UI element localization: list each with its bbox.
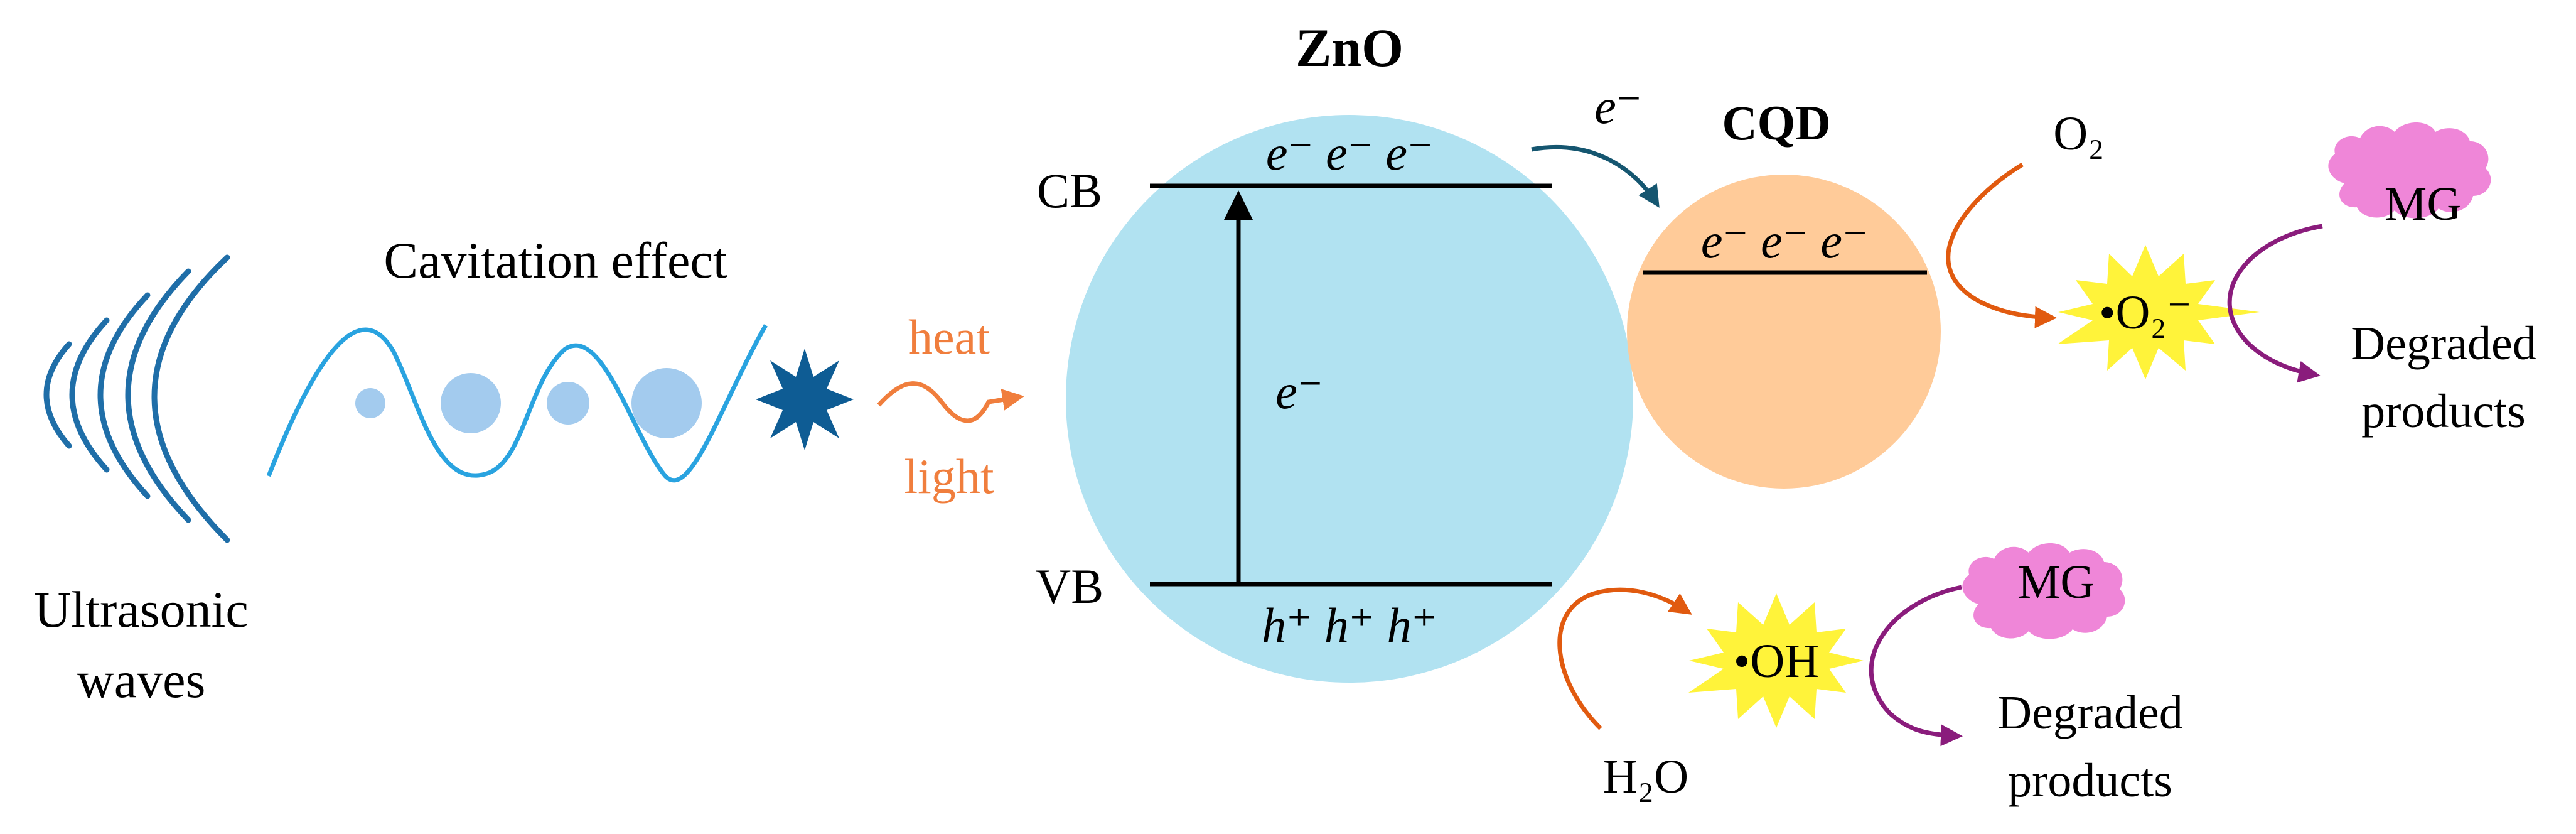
mg-label-2: MG (2018, 556, 2095, 609)
degradation-arrow-1 (2227, 224, 2323, 383)
h2o-oxidation-arrow (1557, 587, 1692, 730)
ultrasonic-label-line1: Ultrasonic (34, 581, 249, 638)
zno-particle (1066, 115, 1633, 683)
collapse-burst-icon (756, 349, 854, 450)
hydroxyl-radical: •OH (1734, 635, 1819, 688)
cavitation-bubble-3 (547, 382, 589, 425)
electron-transfer-arrow (1531, 145, 1660, 208)
cqd-title: CQD (1722, 95, 1830, 150)
light-label: light (904, 449, 994, 504)
heat-label: heat (908, 310, 990, 364)
products-2-line2: products (2008, 754, 2172, 807)
cavitation-bubble-2 (441, 373, 501, 433)
products-2-line1: Degraded (1997, 686, 2182, 739)
superoxide-burst (2058, 245, 2260, 379)
cavitation-bubble-4 (631, 368, 702, 438)
products-1-line2: products (2361, 385, 2526, 438)
energy-squiggle-arrow (877, 381, 1024, 423)
zno-title: ZnO (1296, 18, 1403, 78)
cb-electrons: e⁻ e⁻ e⁻ (1266, 126, 1433, 180)
mg-cloud-1 (2328, 122, 2491, 219)
ultrasonic-waves-icon (43, 254, 230, 543)
mg-cloud-2 (1962, 543, 2125, 639)
degradation-arrow-2 (1869, 585, 1963, 747)
cavitation-wave (266, 324, 768, 483)
superoxide-radical: •O₂⁻ (2099, 286, 2192, 339)
ultrasonic-label-line2: waves (77, 651, 206, 708)
products-1-line1: Degraded (2351, 317, 2536, 370)
cqd-particle (1627, 175, 1941, 489)
excited-electron: e⁻ (1275, 364, 1323, 419)
mg-label-1: MG (2385, 178, 2461, 230)
cqd-electrons: e⁻ e⁻ e⁻ (1701, 214, 1868, 268)
transfer-electron: e⁻ (1594, 79, 1642, 134)
o2-reduction-arrow (1946, 163, 2057, 328)
h2o-label: H₂O (1603, 750, 1688, 803)
o2-label: O₂ (2053, 107, 2104, 160)
cavitation-bubble-1 (355, 388, 385, 418)
cb-label: CB (1037, 163, 1102, 218)
excitation-arrowhead (1224, 190, 1253, 220)
hydroxyl-burst (1688, 593, 1864, 728)
cavitation-label: Cavitation effect (384, 232, 727, 289)
vb-label: VB (1036, 559, 1103, 614)
vb-holes: h⁺ h⁺ h⁺ (1262, 598, 1437, 653)
